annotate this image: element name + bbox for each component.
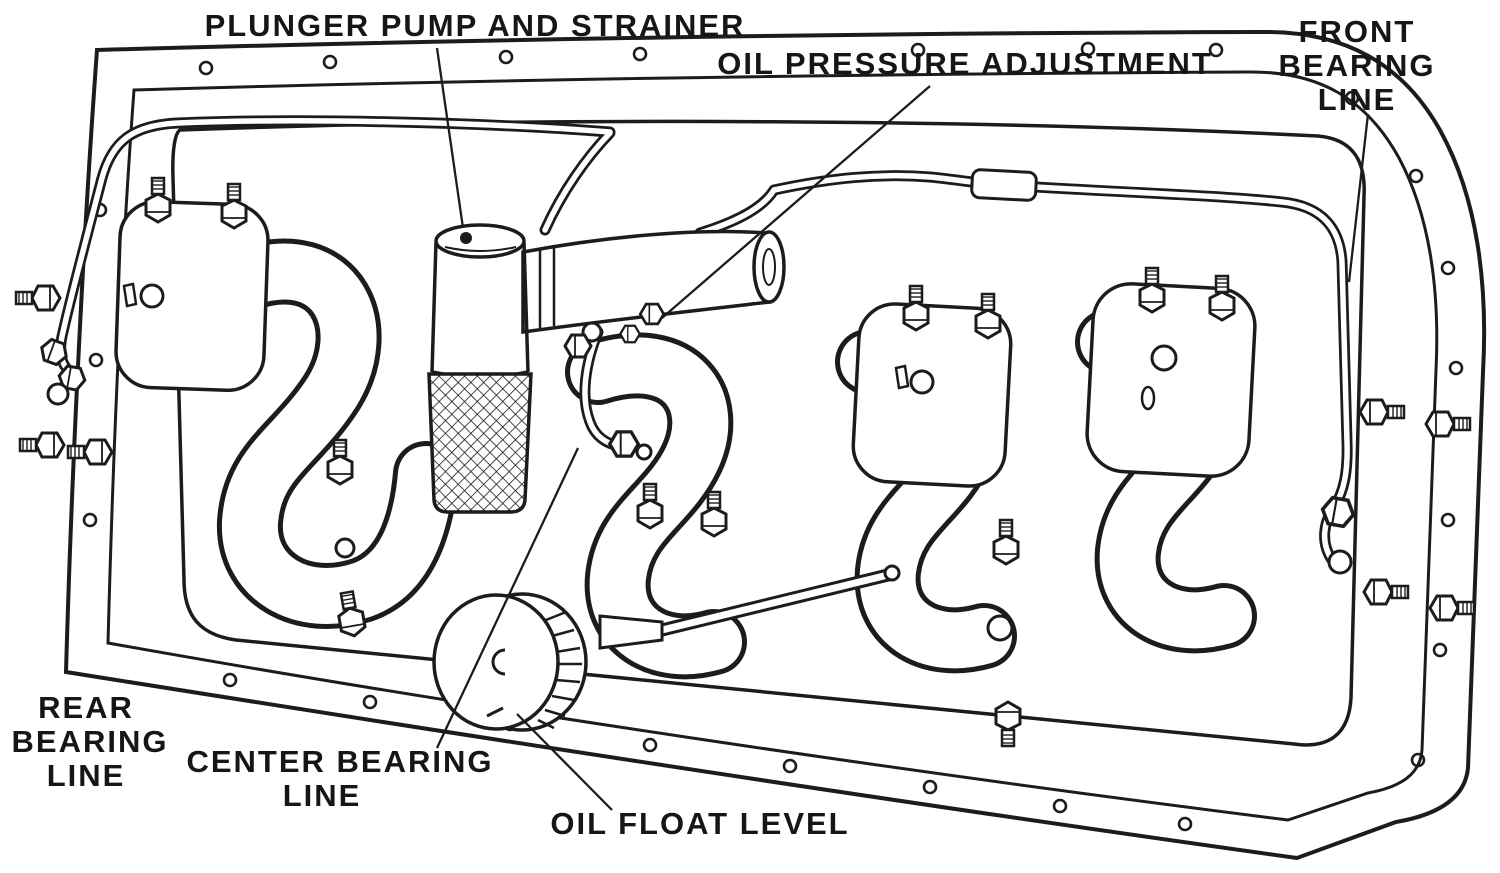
bolt-hole [322, 54, 338, 70]
front-bearing-line-pipe-core [697, 172, 1350, 563]
bolt-hole [82, 512, 98, 528]
oil-float [432, 564, 901, 732]
bolt-hole [88, 352, 104, 368]
bolt-hole [498, 49, 514, 65]
adjustment-nut [638, 302, 666, 326]
pipe-nipple [635, 443, 653, 461]
pump-body-end-detail [762, 248, 776, 286]
label-front-bearing-line-1: FRONT [1299, 14, 1416, 49]
cap-slot [122, 282, 138, 308]
float-rod-end [883, 564, 901, 582]
label-rear-bearing-line-3: LINE [47, 758, 126, 793]
oil-lines [55, 115, 1353, 566]
float-bottom-tick [486, 706, 504, 718]
bolt-hole [1208, 42, 1224, 58]
bolts-and-fittings [14, 176, 1476, 748]
crankcase-flange-edge [106, 70, 1439, 822]
adjustment-nut [619, 324, 641, 344]
label-center-bearing-line-1: CENTER BEARING [186, 744, 493, 779]
bolt-hole [1448, 360, 1464, 376]
leader-front-bearing [1347, 113, 1370, 283]
bolt-hole [1440, 512, 1456, 528]
cap-hole [1150, 344, 1178, 372]
label-front-bearing-line-2: BEARING [1279, 48, 1436, 83]
web-hole [334, 537, 356, 559]
hex-bolt [18, 431, 66, 459]
pump-strainer [427, 372, 533, 514]
bolt-hole [1052, 798, 1068, 814]
bolt-hole [1440, 260, 1456, 276]
label-oil-float-level: OIL FLOAT LEVEL [550, 806, 849, 841]
float-knurl-ticks [537, 610, 582, 730]
bolt-hole [922, 779, 938, 795]
pipe-union-fitting [970, 168, 1038, 202]
label-rear-bearing-line-2: BEARING [12, 724, 169, 759]
bolt-hole [632, 46, 648, 62]
pipe-nipple [1327, 549, 1353, 575]
pump-barrel-top [434, 223, 526, 259]
front-bearing-cap [1085, 282, 1257, 478]
bolt-hole [782, 758, 798, 774]
hex-bolt [14, 284, 62, 312]
bolt-hole [1344, 90, 1360, 106]
plunger-pump [427, 223, 786, 514]
cap-hole [909, 369, 935, 395]
cap-hole [139, 283, 165, 309]
label-oil-pressure-adjustment: OIL PRESSURE ADJUSTMENT [717, 46, 1213, 81]
center-bearing-line-pipe-core [582, 329, 623, 449]
crank-web-fill [220, 243, 454, 624]
labels: PLUNGER PUMP AND STRAINER OIL PRESSURE A… [12, 8, 1436, 841]
rear-bearing-cap [114, 199, 270, 393]
bearing-caps [114, 199, 1257, 642]
float-rod-core [658, 571, 892, 634]
bolt-hole [1177, 816, 1193, 832]
pump-body-end-cap [752, 230, 786, 304]
flange-bolt-holes [82, 41, 1464, 832]
web-hole [986, 614, 1014, 642]
label-center-bearing-line-2: LINE [283, 778, 362, 813]
bolt-hole [362, 694, 378, 710]
leader-oil-pressure [661, 85, 931, 319]
pipe-nut [608, 430, 640, 458]
oil-pressure-adjustment-fitting [581, 302, 666, 344]
bolt-hole [910, 42, 926, 58]
crankcase-opening-edge [171, 119, 1366, 747]
float-boss [598, 614, 664, 650]
leader-center-bearing [435, 447, 580, 749]
leader-oil-float [516, 713, 613, 811]
pipe-nut [563, 333, 593, 359]
bolt-hole [1432, 642, 1448, 658]
label-rear-bearing-line-1: REAR [38, 690, 134, 725]
label-plunger-pump-strainer: PLUNGER PUMP AND STRAINER [205, 8, 746, 43]
float-center-mark [491, 648, 506, 676]
cap-slot [894, 364, 910, 390]
bolt-hole [1080, 41, 1096, 57]
rear-bearing-line-pipe-core [57, 118, 613, 375]
bolt-hole [198, 60, 214, 76]
leader-plunger-pump [435, 47, 465, 229]
leader-lines [435, 47, 1370, 811]
pump-barrel-detail [444, 246, 517, 252]
pump-outlet-boss [581, 321, 603, 343]
bolt-hole [222, 672, 238, 688]
float-face [432, 593, 560, 731]
center-bearing-cap [851, 302, 1013, 488]
label-front-bearing-line-3: LINE [1318, 82, 1397, 117]
pipe-nipple [46, 382, 70, 406]
pump-cap-bolt [460, 232, 472, 244]
bolt-hole [1410, 752, 1426, 768]
cap-oval [1140, 385, 1156, 411]
bolt-hole [1408, 168, 1424, 184]
bolt-hole [642, 737, 658, 753]
crankcase [63, 29, 1487, 861]
